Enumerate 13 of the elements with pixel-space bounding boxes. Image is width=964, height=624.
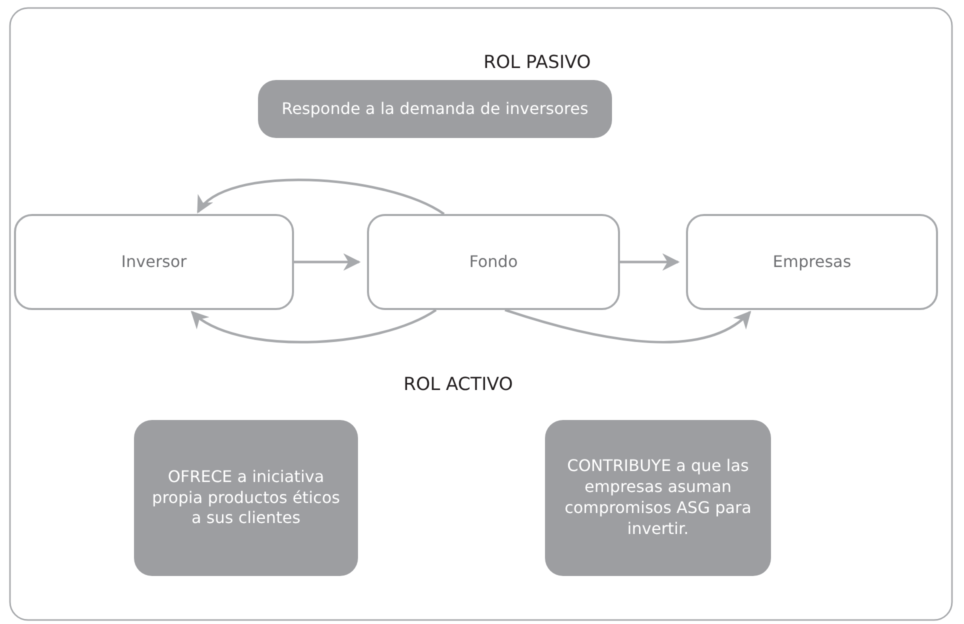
note-box: CONTRIBUYE a que las empresas asuman compromisos ASG para invertir. <box>545 420 771 576</box>
arrow <box>504 308 752 344</box>
process-box: Fondo <box>367 214 620 310</box>
note-box: OFRECE a iniciativa propia productos éticos a sus clientes <box>134 420 358 576</box>
arrow <box>196 178 445 216</box>
note-box: Responde a la demanda de inversores <box>258 80 612 138</box>
process-box: Inversor <box>14 214 294 310</box>
section-heading: ROL PASIVO <box>484 52 591 72</box>
section-heading: ROL ACTIVO <box>404 374 513 394</box>
arrow <box>190 308 437 344</box>
process-box: Empresas <box>686 214 938 310</box>
arrow <box>294 253 361 271</box>
arrow <box>620 253 680 271</box>
